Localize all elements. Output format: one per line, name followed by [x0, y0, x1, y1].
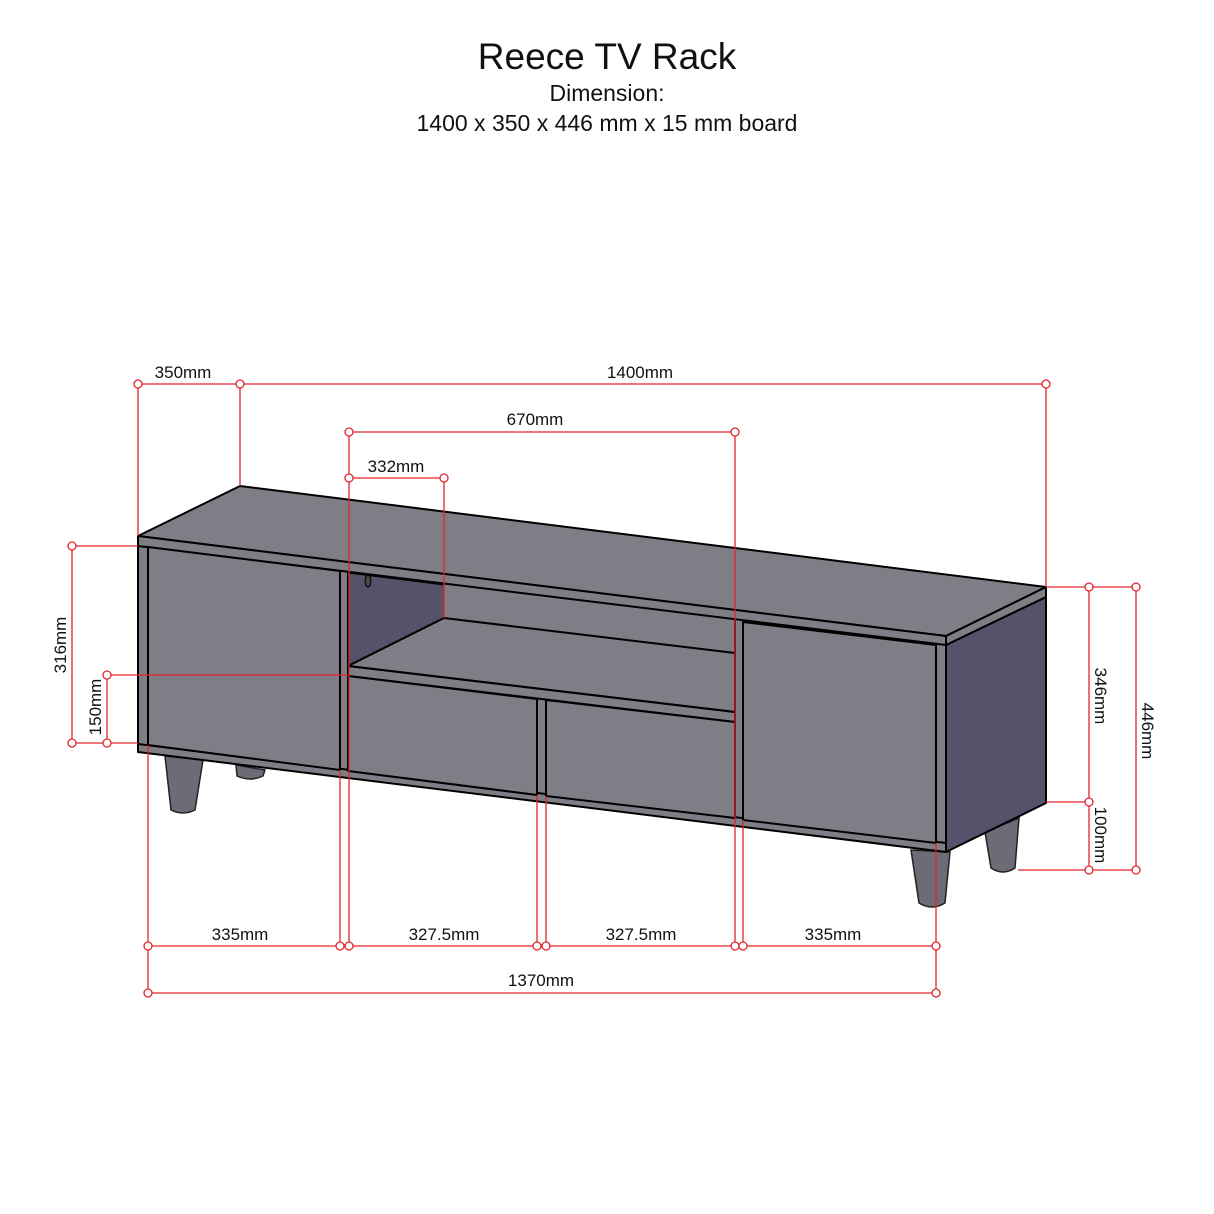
- cable-hole-icon: [364, 574, 372, 588]
- opening-label: 670mm: [507, 410, 564, 429]
- cabinet-height-label: 316mm: [51, 617, 70, 674]
- dimension-value: 1400 x 350 x 446 mm x 15 mm board: [416, 110, 798, 136]
- body-height-label: 346mm: [1091, 668, 1110, 725]
- leg-height-label: 100mm: [1091, 807, 1110, 864]
- depth-label: 350mm: [155, 363, 212, 382]
- dimension-labels: 350mm 1400mm 670mm 332mm 316mm 150mm 346…: [51, 363, 1157, 990]
- legs: [164, 755, 1020, 908]
- drawer-right-label: 327.5mm: [606, 925, 677, 944]
- dimension-label: Dimension:: [549, 80, 665, 106]
- inner-width-label: 1370mm: [508, 971, 574, 990]
- left-door: [147, 546, 341, 771]
- drawer-left-label: 327.5mm: [409, 925, 480, 944]
- left-door-label: 335mm: [212, 925, 269, 944]
- width-label: 1400mm: [607, 363, 673, 382]
- dimension-lines: [67, 379, 1141, 998]
- right-door-label: 335mm: [805, 925, 862, 944]
- total-height-label: 446mm: [1138, 703, 1157, 760]
- drawer-height-label: 150mm: [86, 679, 105, 736]
- tv-rack-body: [137, 485, 1047, 853]
- diagram-title: Reece TV Rack: [477, 36, 737, 77]
- right-door: [742, 621, 937, 844]
- opening-depth-label: 332mm: [368, 457, 425, 476]
- drawer-right: [545, 699, 736, 819]
